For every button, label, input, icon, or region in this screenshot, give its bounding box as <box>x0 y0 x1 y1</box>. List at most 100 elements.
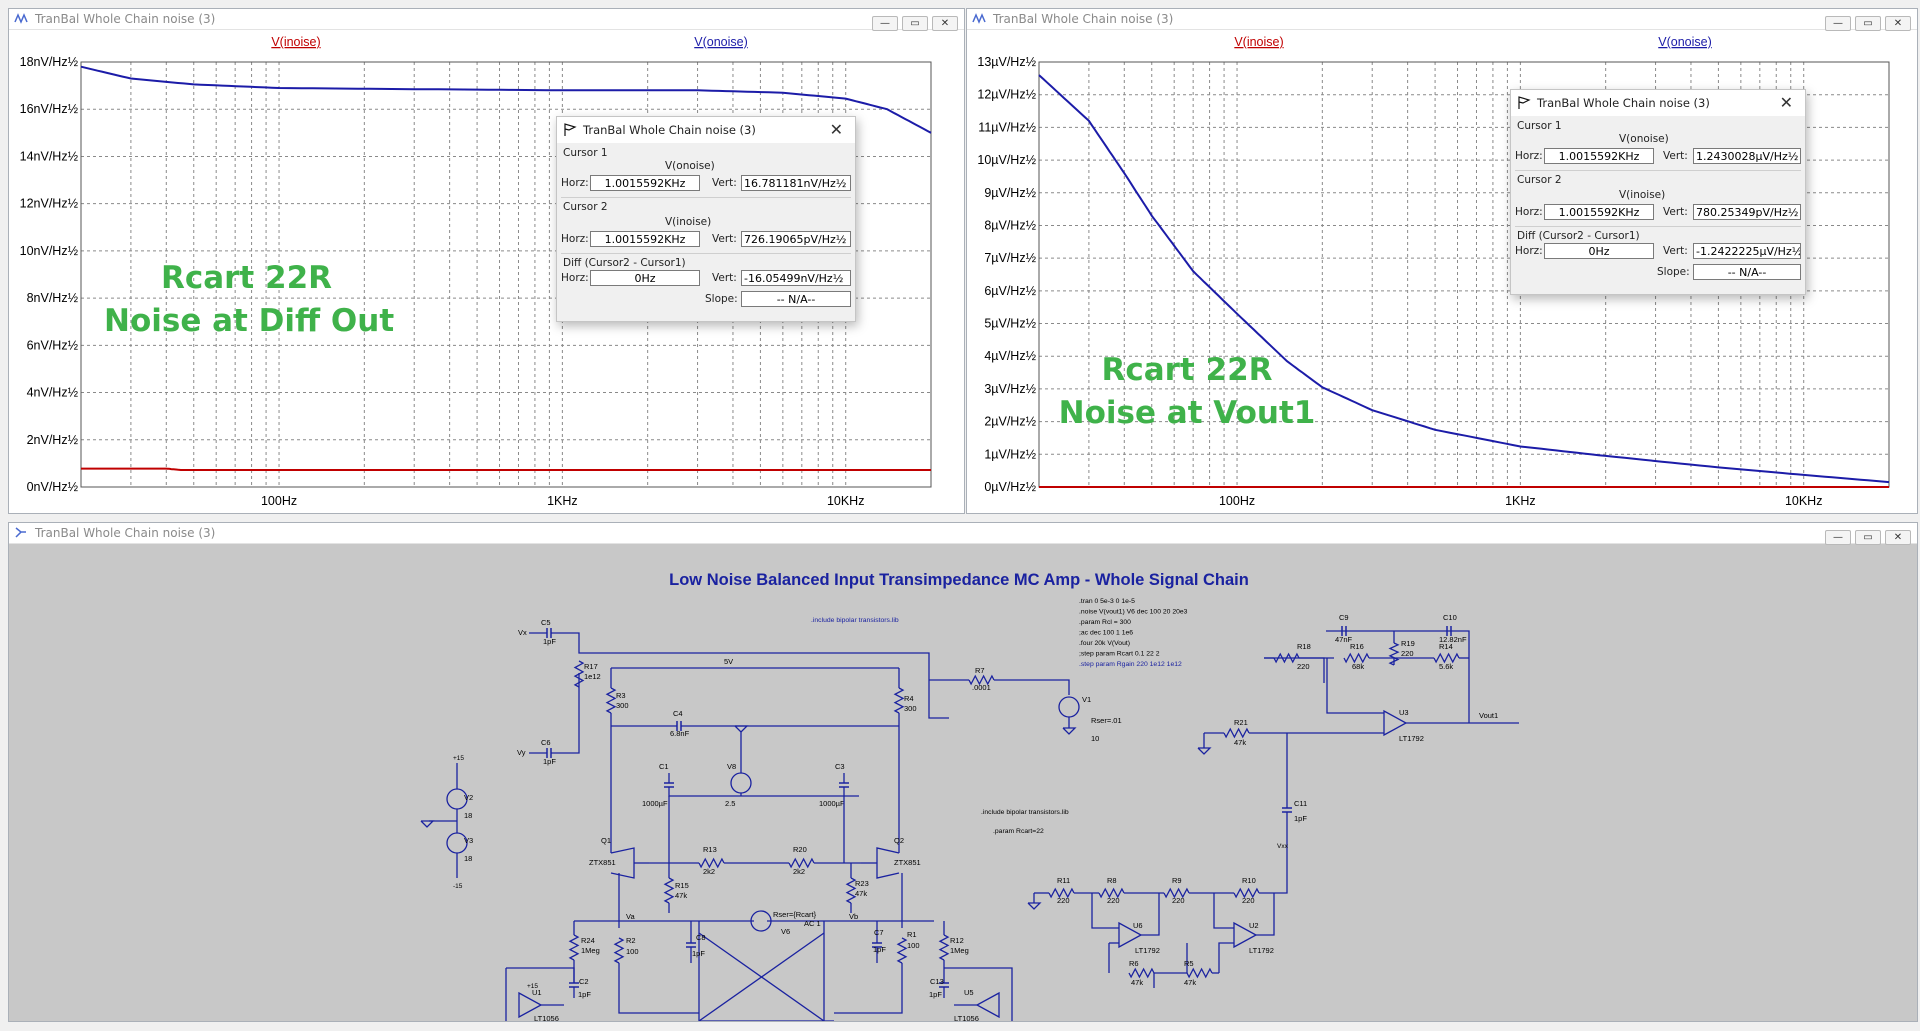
schematic-window[interactable]: TranBal Whole Chain noise (3) —▭✕ Low No… <box>8 522 1918 1022</box>
diff-horz-field[interactable]: 0Hz <box>590 270 700 286</box>
ground-symbol <box>1197 747 1212 755</box>
schematic-label: 1Meg <box>950 946 969 955</box>
dialog-close-icon[interactable]: ✕ <box>1779 93 1793 112</box>
schematic-label: V2 <box>464 793 473 802</box>
legend-vinoise[interactable]: V(inoise) <box>271 35 320 49</box>
plot-annotation: Rcart 22R Noise at Diff Out <box>104 257 394 343</box>
restore-button[interactable]: ▭ <box>1855 530 1881 545</box>
dialog-close-icon[interactable]: ✕ <box>829 120 843 139</box>
schematic-label: 47k <box>675 891 687 900</box>
schematic-label: 220 <box>1297 662 1310 671</box>
schematic-label: R8 <box>1107 876 1117 885</box>
cursor1-horz-field[interactable]: 1.0015592KHz <box>590 175 700 191</box>
legend-vonoise[interactable]: V(onoise) <box>1658 35 1712 49</box>
schematic-label: 100 <box>907 941 920 950</box>
slope-field[interactable]: -- N/A-- <box>741 291 851 307</box>
wire <box>698 932 825 1021</box>
y-tick-label: 8µV/Hz½ <box>984 218 1036 232</box>
cursor1-vert-field[interactable]: 16.781181nV/Hz½ <box>741 175 851 191</box>
schematic-titlebar[interactable]: TranBal Whole Chain noise (3) —▭✕ <box>9 523 1917 545</box>
cursor-readout-dialog[interactable]: TranBal Whole Chain noise (3) ✕ Cursor 1… <box>556 116 856 322</box>
diff-vert-field[interactable]: -1.2422225µV/Hz½ <box>1693 243 1801 259</box>
diff-horz-field[interactable]: 0Hz <box>1544 243 1654 259</box>
diff-label: Diff (Cursor2 - Cursor1) <box>1517 230 1640 242</box>
plot-window-titlebar[interactable]: TranBal Whole Chain noise (3) —▭✕ <box>967 9 1917 31</box>
y-tick-label: 2nV/Hz½ <box>27 433 79 447</box>
diff-horz-label: Horz: <box>561 272 589 284</box>
cursor1-trace: V(onoise) <box>665 160 715 172</box>
schematic-label: 1pF <box>578 990 591 999</box>
schematic-label: 100 <box>626 947 639 956</box>
y-tick-label: 4µV/Hz½ <box>984 349 1036 363</box>
trace-vinoise[interactable] <box>81 467 931 471</box>
opamp-symbol <box>1383 709 1408 737</box>
cursor2-vert-field[interactable]: 726.19065pV/Hz½ <box>741 231 851 247</box>
schematic-label: Vzero2 <box>829 1020 853 1021</box>
cursor2-horz-field[interactable]: 1.0015592KHz <box>590 231 700 247</box>
wire <box>1326 630 1470 718</box>
schematic-label: ZTX851 <box>894 858 921 867</box>
y-tick-label: 6nV/Hz½ <box>27 338 79 352</box>
x-tick-label: 100Hz <box>1219 494 1255 508</box>
minimize-button[interactable]: — <box>872 16 898 31</box>
dialog-titlebar[interactable]: TranBal Whole Chain noise (3) ✕ <box>557 117 855 143</box>
resistor-symbol <box>968 674 995 686</box>
schematic-label: 2k2 <box>703 867 715 876</box>
schematic-label: Q2 <box>894 836 904 845</box>
y-tick-label: 6µV/Hz½ <box>984 284 1036 298</box>
y-tick-label: 9µV/Hz½ <box>984 186 1036 200</box>
resistor-symbol <box>845 877 857 904</box>
cursor1-vert-field[interactable]: 1.2430028µV/Hz½ <box>1693 148 1801 164</box>
schematic-label: R11 <box>1057 876 1070 885</box>
y-tick-label: 12nV/Hz½ <box>20 197 79 211</box>
schematic-label: C11 <box>1294 799 1307 808</box>
plot-window-vout1[interactable]: TranBal Whole Chain noise (3) —▭✕ 0µV/Hz… <box>966 8 1918 514</box>
plot-window-diff-out[interactable]: TranBal Whole Chain noise (3) —▭✕ 0nV/Hz… <box>8 8 965 514</box>
legend-vinoise[interactable]: V(inoise) <box>1234 35 1283 49</box>
slope-field[interactable]: -- N/A-- <box>1693 264 1801 280</box>
cursor-flag-icon <box>1518 96 1531 109</box>
resistor-symbol <box>1273 652 1300 664</box>
schematic-label: R23 <box>855 879 869 888</box>
slope-label: Slope: <box>705 293 738 305</box>
cursor1-trace: V(onoise) <box>1619 133 1669 145</box>
legend-vonoise[interactable]: V(onoise) <box>694 35 748 49</box>
cursor2-vert-label: Vert: <box>712 233 737 245</box>
restore-button[interactable]: ▭ <box>1855 16 1881 31</box>
schematic-label: 18 <box>464 854 472 863</box>
schematic-label: Rser={Rcart} <box>773 910 817 919</box>
dialog-titlebar[interactable]: TranBal Whole Chain noise (3) ✕ <box>1511 90 1805 116</box>
y-tick-label: 10µV/Hz½ <box>977 153 1036 167</box>
schematic-canvas[interactable]: Low Noise Balanced Input Transimpedance … <box>9 543 1917 1021</box>
schematic-drawing: Low Noise Balanced Input Transimpedance … <box>420 571 1519 1021</box>
trace-vonoise[interactable] <box>1038 74 1890 484</box>
schematic-label: 47nF <box>1335 635 1353 644</box>
minimize-button[interactable]: — <box>1825 530 1851 545</box>
schematic-label: 220 <box>1107 896 1120 905</box>
diff-label: Diff (Cursor2 - Cursor1) <box>563 257 686 269</box>
close-button[interactable]: ✕ <box>1885 16 1911 31</box>
annotation-line-2: Noise at Vout1 <box>1058 395 1316 431</box>
cursor1-horz-field[interactable]: 1.0015592KHz <box>1544 148 1654 164</box>
y-tick-label: 10nV/Hz½ <box>20 244 79 258</box>
y-tick-label: 7µV/Hz½ <box>984 251 1036 265</box>
cursor2-horz-field[interactable]: 1.0015592KHz <box>1544 204 1654 220</box>
schematic-label: 2k2 <box>793 867 805 876</box>
schematic-label: 220 <box>1057 896 1070 905</box>
close-button[interactable]: ✕ <box>932 16 958 31</box>
trace-vonoise[interactable] <box>80 65 932 134</box>
restore-button[interactable]: ▭ <box>902 16 928 31</box>
resistor-symbol <box>938 934 950 961</box>
resistor-symbol <box>1186 967 1213 979</box>
cursor-readout-dialog[interactable]: TranBal Whole Chain noise (3) ✕ Cursor 1… <box>1510 89 1806 295</box>
schematic-label: +15 <box>453 755 464 762</box>
close-button[interactable]: ✕ <box>1885 530 1911 545</box>
y-tick-label: 8nV/Hz½ <box>27 291 79 305</box>
resistor-symbol <box>1048 887 1075 899</box>
schematic-label: 1pF <box>543 757 556 766</box>
diff-vert-field[interactable]: -16.05499nV/Hz½ <box>741 270 851 286</box>
cursor2-vert-field[interactable]: 780.25349pV/Hz½ <box>1693 204 1801 220</box>
include-directive: .include bipolar transistors.lib <box>981 809 1069 816</box>
plot-window-titlebar[interactable]: TranBal Whole Chain noise (3) —▭✕ <box>9 9 964 31</box>
minimize-button[interactable]: — <box>1825 16 1851 31</box>
